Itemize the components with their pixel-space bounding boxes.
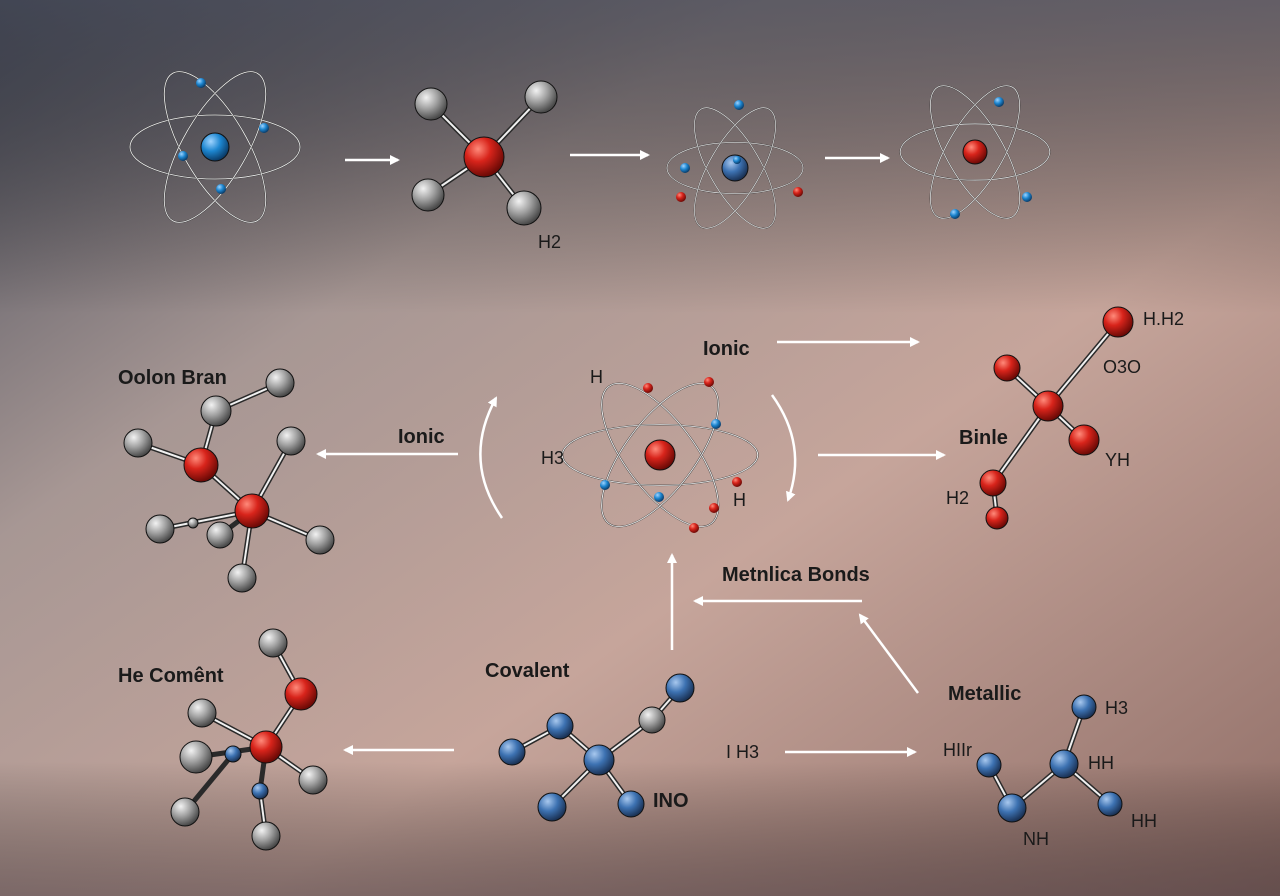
label-h2-right: H2 [946, 488, 969, 508]
label-h3-center: H3 [541, 448, 564, 468]
label-yh: YH [1105, 450, 1130, 470]
label-he-coment: He Comênt [118, 665, 224, 687]
atom-3 [666, 95, 804, 241]
molecule-covalent [498, 673, 695, 822]
label-h-center-bottom: H [733, 490, 746, 510]
label-covalent: Covalent [485, 660, 570, 682]
label-hh-lower: HH [1131, 811, 1157, 831]
label-binle: Binle [959, 427, 1008, 449]
label-metallic: Metallic [948, 683, 1021, 705]
atom-1 [129, 56, 301, 238]
molecule-bottom-left [170, 628, 328, 851]
label-ionic-top: Ionic [703, 338, 750, 360]
label-h2-top: H2 [538, 232, 561, 252]
molecule-metallic [976, 694, 1123, 823]
label-metnlica-bonds: Metnlica Bonds [722, 564, 870, 586]
curved-arrow-down [770, 394, 797, 502]
molecule-right [979, 306, 1134, 530]
label-h-center-top: H [590, 367, 603, 387]
label-ino: INO [653, 790, 689, 812]
label-hh2: H.H2 [1143, 309, 1184, 329]
label-ih3: I H3 [726, 742, 759, 762]
label-hiir: HIIr [943, 740, 972, 760]
label-o3o: O3O [1103, 357, 1141, 377]
label-nh: NH [1023, 829, 1049, 849]
molecule-2 [411, 80, 558, 226]
central-atom [561, 368, 759, 542]
label-ionic-left: Ionic [398, 426, 445, 448]
atom-4 [899, 72, 1051, 232]
label-oolon-bran: Oolon Bran [118, 367, 227, 389]
molecule-left [123, 368, 335, 593]
curved-arrow-up [479, 396, 504, 519]
label-h3-metallic: H3 [1105, 698, 1128, 718]
label-hh-upper: HH [1088, 753, 1114, 773]
arrow-diagonal [858, 613, 920, 694]
